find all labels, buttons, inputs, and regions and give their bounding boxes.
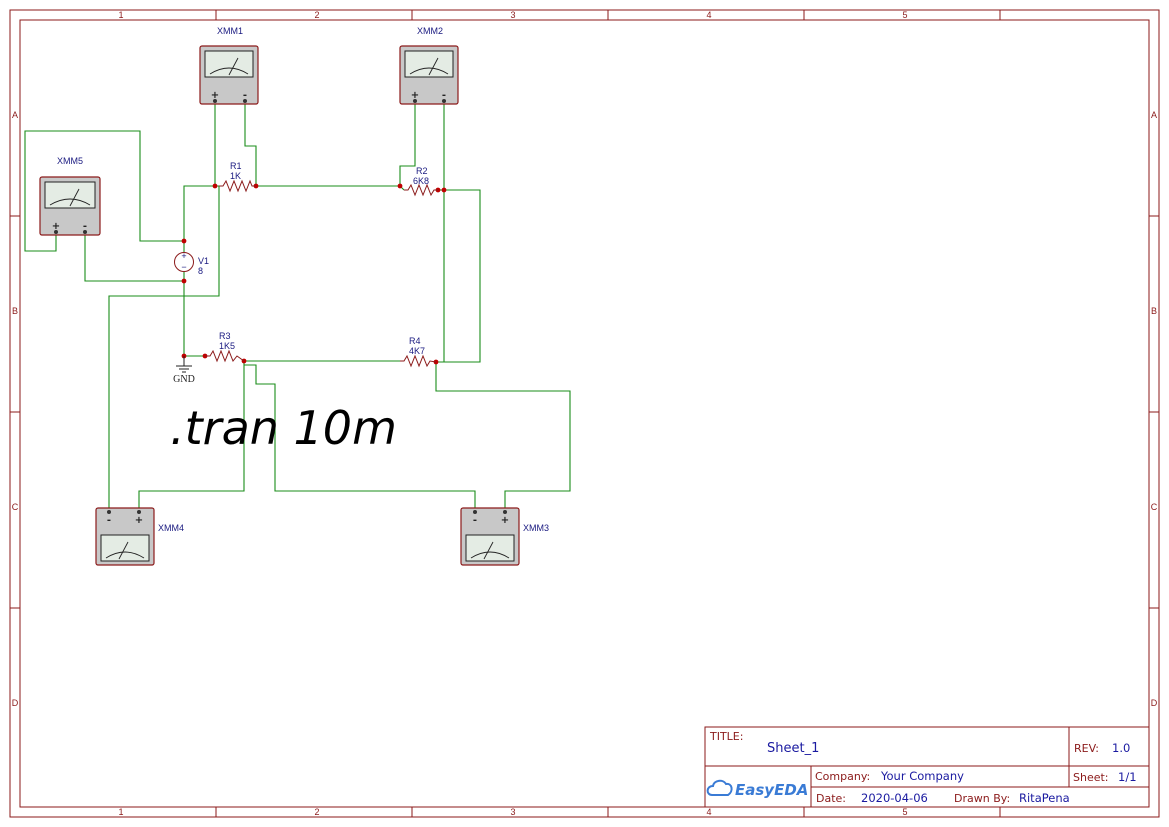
ground-symbol[interactable]: GND [173, 356, 195, 385]
r1-ref: R1 [230, 161, 242, 171]
column-label-bottom: 3 [510, 807, 515, 817]
resistor-r4[interactable]: R4 4K7 [400, 336, 437, 368]
column-label-top: 2 [314, 10, 319, 20]
xmm3-plus-label: + [501, 515, 509, 526]
xmm2-name: XMM2 [417, 26, 443, 36]
gnd-label: GND [173, 374, 195, 385]
column-label-bottom: 5 [902, 807, 907, 817]
resistor-r3[interactable]: R3 1K5 [205, 331, 245, 363]
v1-ref: V1 [198, 256, 209, 266]
multimeter-xmm2[interactable]: XMM2 + - [399, 26, 459, 105]
title-value: Sheet_1 [767, 741, 819, 756]
column-label-top: 1 [118, 10, 123, 20]
date-value: 2020-04-06 [861, 791, 928, 805]
v1-value: 8 [198, 266, 203, 276]
xmm4-name: XMM4 [158, 523, 184, 533]
multimeter-xmm4[interactable]: - + XMM4 [95, 507, 184, 566]
xmm2-plus-label: + [411, 90, 419, 101]
column-label-top: 4 [706, 10, 711, 20]
v1-plus-sign: + [181, 251, 186, 261]
xmm1-minus-label: - [243, 90, 247, 101]
multimeter-xmm3[interactable]: - + XMM3 [460, 507, 549, 566]
company-value: Your Company [880, 769, 964, 783]
column-label-bottom: 2 [314, 807, 319, 817]
column-label-bottom: 1 [118, 807, 123, 817]
spice-directive[interactable]: .tran 10m [170, 401, 397, 455]
xmm5-plus-label: + [52, 221, 60, 232]
multimeter-xmm1[interactable]: XMM1 + - [199, 26, 259, 105]
row-label-right: D [1151, 698, 1158, 708]
voltage-source-v1[interactable]: + − V1 8 [174, 251, 210, 276]
r2-ref: R2 [416, 166, 428, 176]
xmm4-minus-label: - [107, 515, 111, 526]
drawn-by-label: Drawn By: [954, 792, 1010, 805]
row-label-right: B [1151, 306, 1157, 316]
v1-minus-sign: − [181, 262, 186, 272]
r2-value: 6K8 [413, 176, 429, 186]
r3-ref: R3 [219, 331, 231, 341]
multimeter-xmm5[interactable]: XMM5 + - [39, 156, 101, 236]
title-block: TITLE: Sheet_1 REV: 1.0 EasyEDA Company:… [704, 726, 1150, 808]
sheet-value: 1/1 [1118, 770, 1137, 784]
r1-value: 1K [230, 171, 241, 181]
r3-value: 1K5 [219, 341, 235, 351]
r4-ref: R4 [409, 336, 421, 346]
xmm5-name: XMM5 [57, 156, 83, 166]
drawn-by-value: RitaPena [1019, 791, 1070, 805]
company-label: Company: [815, 770, 870, 783]
sheet-label: Sheet: [1073, 771, 1109, 784]
title-label: TITLE: [709, 730, 743, 743]
easyeda-logo: EasyEDA [706, 779, 808, 799]
xmm3-minus-label: - [473, 515, 477, 526]
column-label-top: 5 [902, 10, 907, 20]
logo-text: EasyEDA [735, 781, 808, 799]
rev-value: 1.0 [1112, 741, 1130, 755]
sheet-frame: 1 2 3 4 5 1 2 3 4 5 A B C D A B C D [9, 9, 1160, 818]
xmm3-name: XMM3 [523, 523, 549, 533]
xmm4-plus-label: + [135, 515, 143, 526]
row-label-right: C [1151, 502, 1158, 512]
row-label-left: A [12, 110, 18, 120]
column-label-top: 3 [510, 10, 515, 20]
r4-value: 4K7 [409, 346, 425, 356]
row-label-left: C [12, 502, 19, 512]
row-label-left: B [12, 306, 18, 316]
xmm2-minus-label: - [442, 90, 446, 101]
xmm1-name: XMM1 [217, 26, 243, 36]
xmm5-minus-label: - [83, 221, 87, 232]
rev-label: REV: [1074, 742, 1099, 755]
resistor-r2[interactable]: R2 6K8 [404, 166, 438, 197]
date-label: Date: [816, 792, 846, 805]
resistor-r1[interactable]: R1 1K [219, 161, 256, 193]
column-label-bottom: 4 [706, 807, 711, 817]
cloud-icon [706, 779, 733, 796]
row-label-right: A [1151, 110, 1157, 120]
row-label-left: D [12, 698, 19, 708]
xmm1-plus-label: + [211, 90, 219, 101]
